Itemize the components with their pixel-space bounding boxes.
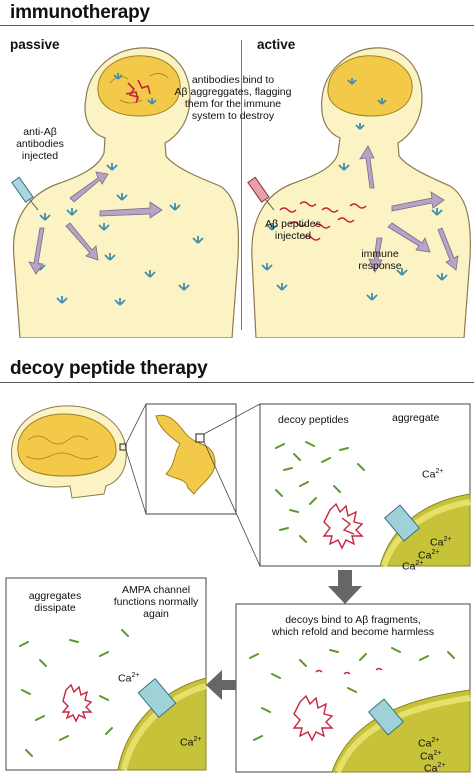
decoy-peptides-label: decoy peptides	[278, 414, 349, 426]
active-syringe-icon	[247, 176, 275, 211]
brain-side-icon	[17, 413, 117, 477]
calcium-label: Ca2+	[402, 560, 424, 573]
peptides-label-line: injected	[274, 230, 312, 242]
bind-label-line: antibodies bind to	[191, 74, 275, 86]
panel-3-channel-icon	[137, 677, 177, 719]
vertical-divider	[241, 40, 242, 330]
panel-1-decoy-icons	[275, 441, 365, 543]
active-body	[251, 47, 471, 338]
peptides-label: Aβ peptides injected	[258, 218, 328, 242]
passive-heading: passive	[10, 37, 60, 52]
dissipate-label-line: aggregates	[28, 590, 82, 602]
bind-label-line: Aβ aggreggates, flagging	[174, 86, 292, 98]
calcium-label: Ca2+	[118, 672, 140, 685]
calcium-label: Ca2+	[422, 468, 444, 481]
panel-2-decoy-icons	[249, 647, 455, 741]
calcium-label: Ca2+	[424, 762, 446, 775]
decoy-title: decoy peptide therapy	[10, 358, 208, 379]
ampa-label-line: AMPA channel	[121, 584, 191, 596]
calcium-label: Ca2+	[420, 750, 442, 763]
antibodies-label-line: injected	[21, 150, 59, 162]
panel-2-label-line: which refold and become harmless	[271, 626, 435, 638]
passive-aggregate-icon	[125, 79, 151, 104]
calcium-label: Ca2+	[418, 549, 440, 562]
decoy-rule	[0, 382, 474, 383]
panel-3-aggregate-icon	[61, 683, 93, 723]
active-brain-icon	[327, 55, 413, 117]
panel-1-aggregate-icon	[322, 502, 364, 550]
panel-2-channel-icon	[367, 698, 405, 736]
panel-1-channel-icon	[383, 504, 421, 542]
ampa-label-line: again	[143, 608, 169, 620]
arrow-left-icon	[206, 670, 236, 700]
antibodies-label-line: antibodies	[16, 138, 64, 150]
active-peptide-icons	[279, 201, 367, 241]
calcium-label: Ca2+	[430, 536, 452, 549]
ampa-label-line: functions normally	[113, 596, 199, 608]
bind-label-line: system to destroy	[191, 110, 275, 122]
passive-antibodies-label: anti-Aβ antibodies injected	[4, 126, 76, 162]
bind-label-line: them for the immune	[184, 98, 282, 110]
immune-response-label: immune response	[350, 248, 410, 272]
passive-brain-icon	[97, 55, 181, 117]
response-label-line: immune	[361, 248, 399, 260]
passive-body	[12, 47, 240, 338]
panel-2-aggregate-icon	[292, 694, 334, 742]
panel-3-decoy-icons	[19, 629, 129, 757]
antibodies-label-line: anti-Aβ	[23, 126, 57, 138]
aggregate-label: aggregate	[392, 412, 440, 424]
decoy-figure	[5, 403, 471, 773]
peptides-label-line: Aβ peptides	[265, 218, 321, 230]
dissipate-label: aggregates dissipate	[20, 590, 90, 614]
dissipate-label-line: dissipate	[34, 602, 76, 614]
neuron-icon	[155, 414, 216, 495]
zoom-marker	[119, 443, 127, 451]
active-flow-arrows	[359, 145, 459, 273]
immunotherapy-rule	[0, 25, 474, 26]
bind-label: antibodies bind to Aβ aggreggates, flagg…	[168, 74, 298, 122]
panel-1-cell	[379, 493, 471, 567]
active-antibody-icons	[261, 78, 448, 301]
response-label-line: response	[358, 260, 402, 272]
arrow-down-icon	[328, 570, 362, 604]
panel-2-label: decoys bind to Aβ fragments, which refol…	[240, 614, 466, 638]
ampa-label: AMPA channel functions normally again	[106, 584, 206, 620]
calcium-label: Ca2+	[418, 737, 440, 750]
passive-figure	[11, 47, 240, 338]
active-heading: active	[257, 37, 296, 52]
passive-flow-arrows	[28, 171, 163, 275]
panel-2-label-line: decoys bind to Aβ fragments,	[285, 614, 421, 626]
passive-antibody-icons	[34, 73, 204, 306]
immunotherapy-title: immunotherapy	[10, 2, 150, 23]
active-figure	[247, 47, 471, 338]
panel-2-bound-peptide-icons	[315, 667, 383, 675]
calcium-label: Ca2+	[180, 736, 202, 749]
passive-syringe-icon	[11, 176, 39, 211]
